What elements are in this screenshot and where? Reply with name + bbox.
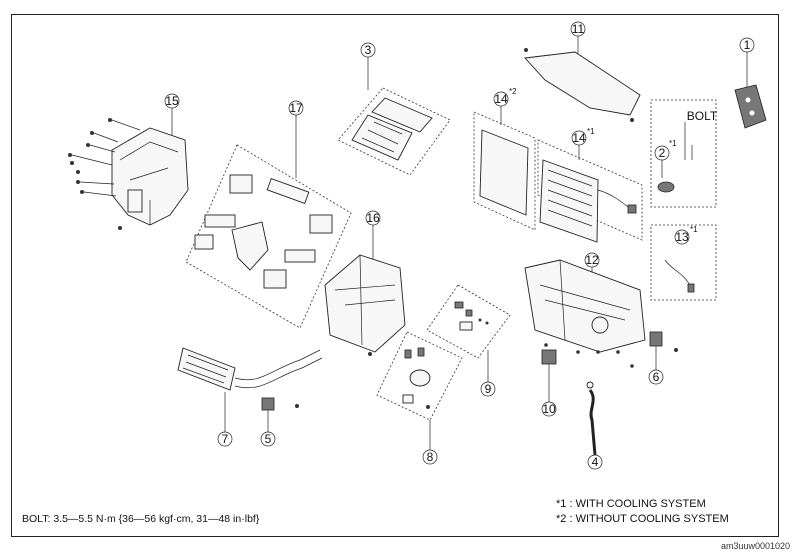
callout-1: 1 xyxy=(744,38,751,52)
callout-11: 11 xyxy=(572,22,585,36)
part-12-case xyxy=(524,259,646,368)
part-3-filter-tray xyxy=(337,57,451,176)
callout-4: 4 xyxy=(592,455,599,469)
callout-14-with-cooling: 14 xyxy=(572,131,586,145)
callout-10: 10 xyxy=(542,402,556,416)
part-10-resistor xyxy=(541,349,557,402)
callouts: 1 11 3 15 17 14 *2 14 *1 BOLT 2 *1 13 *1… xyxy=(164,21,755,470)
note-with-cooling: *1 : WITH COOLING SYSTEM xyxy=(556,498,706,510)
part-9-link-group xyxy=(426,284,511,382)
diagram-frame xyxy=(11,14,779,537)
callout-13: 13 xyxy=(675,230,689,244)
note-without-cooling: *2 : WITHOUT COOLING SYSTEM xyxy=(556,513,729,525)
superscript-14a: *2 xyxy=(509,87,517,96)
callout-6: 6 xyxy=(653,370,660,384)
part-17-group xyxy=(185,115,352,329)
bolt-torque-spec: BOLT: 3.5—5.5 N·m {36—56 kgf·cm, 31—48 i… xyxy=(22,513,260,525)
callout-16: 16 xyxy=(366,211,380,225)
superscript-2: *1 xyxy=(669,139,677,148)
callout-8: 8 xyxy=(427,450,434,464)
callout-17: 17 xyxy=(289,101,303,115)
superscript-14b: *1 xyxy=(587,127,595,136)
bolt-box xyxy=(650,99,717,208)
part-15-housing xyxy=(68,108,189,230)
callout-15: 15 xyxy=(165,94,179,108)
part-14-filter-without-cooling xyxy=(473,106,536,231)
part-4-drain-hose xyxy=(586,381,597,456)
superscript-13: *1 xyxy=(690,225,698,234)
callout-7: 7 xyxy=(222,432,229,446)
callout-2: 2 xyxy=(659,146,666,160)
part-5-sensor xyxy=(261,397,299,432)
part-8-actuator-group xyxy=(376,331,463,450)
part-14-evaporator xyxy=(537,139,643,243)
part-11-duct xyxy=(524,36,641,122)
part-13-box xyxy=(650,224,717,301)
callout-14-without-cooling: 14 xyxy=(494,92,508,106)
part-6-actuator xyxy=(649,331,678,370)
callout-12: 12 xyxy=(585,253,599,267)
part-7-heater-core xyxy=(177,347,323,432)
callout-9: 9 xyxy=(485,382,492,396)
part-1-panel xyxy=(734,52,767,129)
part-16-heater-case xyxy=(324,225,406,356)
image-id: am3uuw0001020 xyxy=(720,541,790,551)
callout-3: 3 xyxy=(365,43,372,57)
bolt-label: BOLT xyxy=(687,109,718,123)
callout-5: 5 xyxy=(265,432,272,446)
